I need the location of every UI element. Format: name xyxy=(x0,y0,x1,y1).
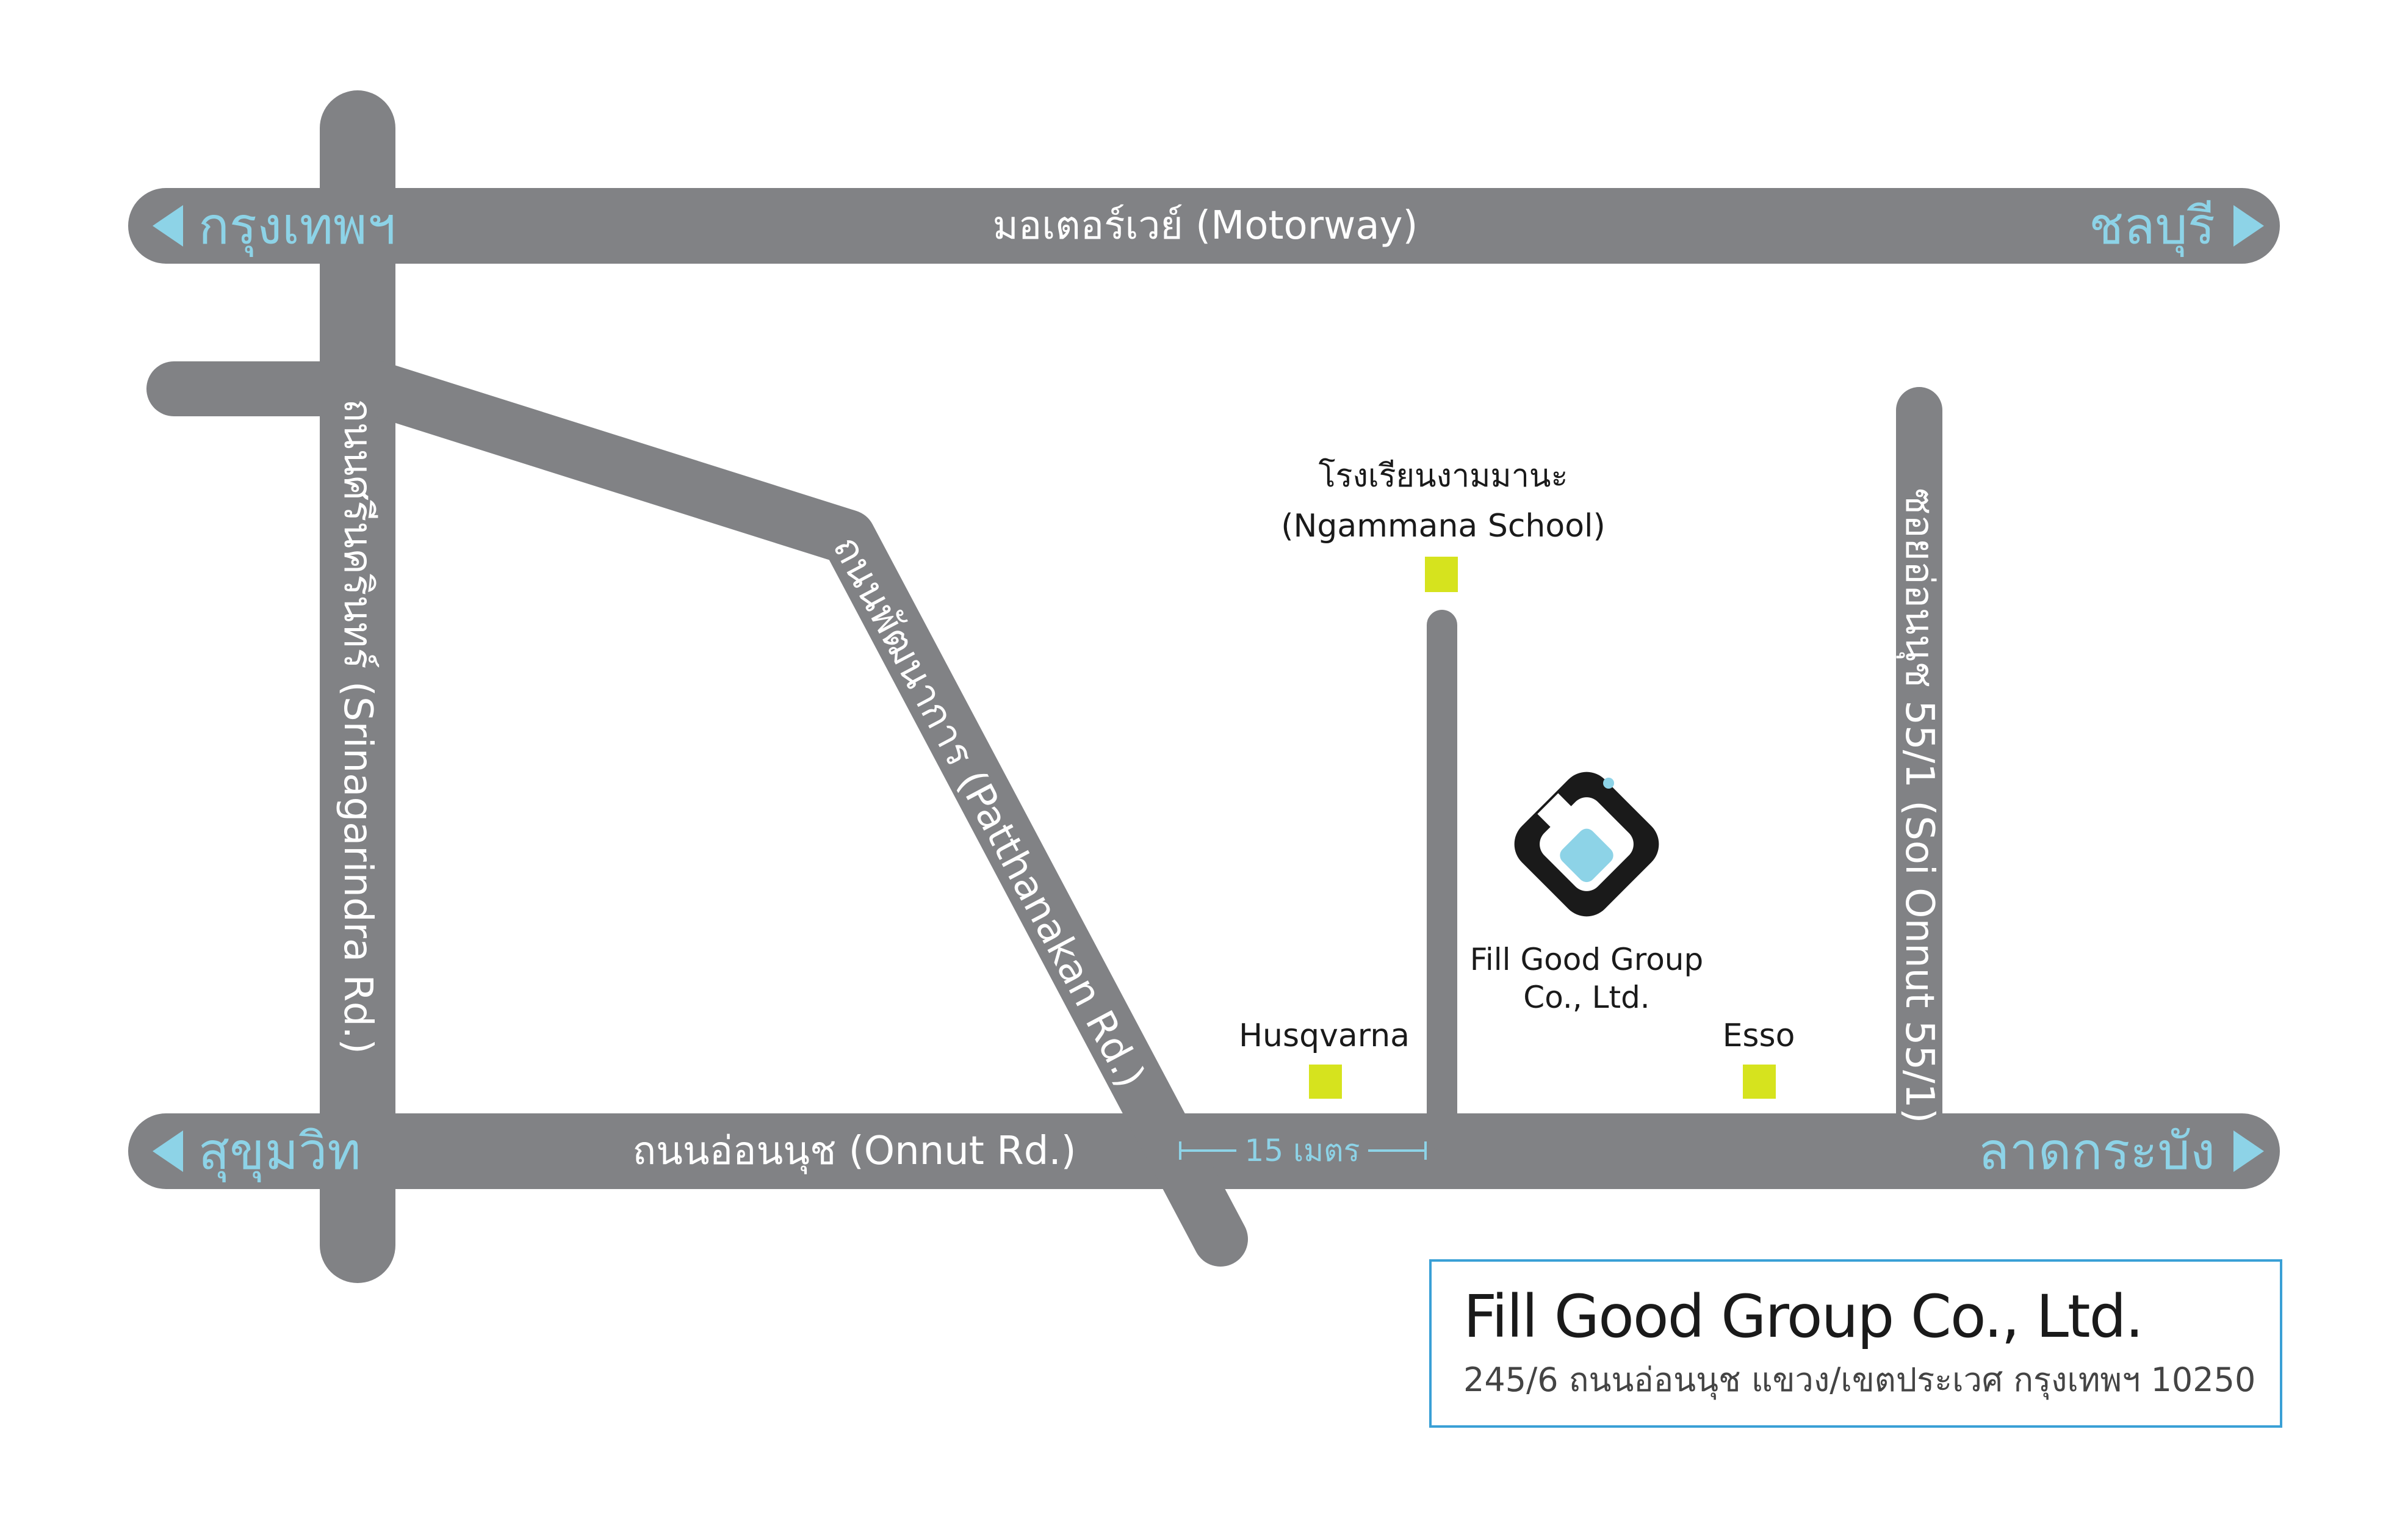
road-label-motorway: มอเตอร์เวย์ (Motorway) xyxy=(993,203,1418,248)
arrow-right-icon xyxy=(2233,1130,2264,1172)
landmark-school-thai: โรงเรียนงามมานะ xyxy=(1319,458,1568,494)
arrow-right-icon xyxy=(2233,205,2264,247)
landmark-esso: Esso xyxy=(1723,1018,1795,1054)
address-card: Fill Good Group Co., Ltd. 245/6 ถนนอ่อนน… xyxy=(1429,1259,2282,1428)
road-label-onnut: ถนนอ่อนนุช (Onnut Rd.) xyxy=(632,1129,1076,1174)
company-name: Fill Good Group Co., Ltd. xyxy=(1463,1282,2144,1351)
road-patthanakan xyxy=(146,361,1248,1267)
landmark-marker-esso xyxy=(1743,1065,1776,1099)
distance-label: 15 เมตร xyxy=(1245,1133,1360,1168)
arrow-left-icon xyxy=(153,1130,183,1172)
road-label-patthanakan: ถนนพัฒนาการ (Patthanakan Rd.) xyxy=(824,529,1153,1095)
direction-label-bangkok: กรุงเทพฯ xyxy=(198,196,396,258)
direction-label-latkrabang: ลาดกระบัง xyxy=(1978,1121,2215,1181)
road-label-soi-onnut: ซอยอ่อนนุช 55/1 (Soi Onnut 55/1) xyxy=(1896,488,1942,1124)
company-marker-suffix: Co., Ltd. xyxy=(1523,980,1649,1015)
landmark-school-english: (Ngammana School) xyxy=(1281,508,1606,544)
landmark-marker-school xyxy=(1425,557,1458,592)
landmark-marker-husqvarna xyxy=(1309,1065,1342,1099)
direction-label-sukhumvit: สุขุมวิท xyxy=(198,1121,361,1183)
road-label-srinagarindra: ถนนศรีนครินทร์ (Srinagarindra Rd.) xyxy=(335,399,380,1054)
distance-indicator xyxy=(1179,1141,1427,1160)
fill-good-logo-icon xyxy=(1514,772,1659,917)
company-address: 245/6 ถนนอ่อนนุช แขวง/เขตประเวศ กรุงเทพฯ… xyxy=(1463,1361,2256,1399)
company-marker-name: Fill Good Group xyxy=(1470,942,1703,977)
arrow-left-icon xyxy=(153,205,183,247)
direction-label-chonburi: ชลบุรี xyxy=(2089,196,2215,258)
landmark-husqvarna: Husqvarna xyxy=(1239,1018,1410,1054)
